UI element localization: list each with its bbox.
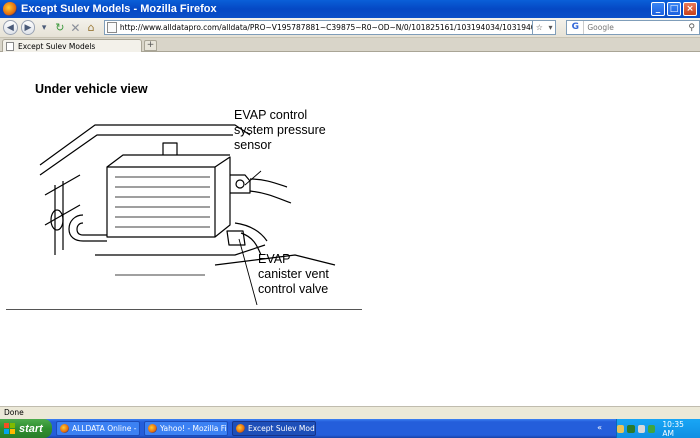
divider-line [6, 309, 362, 310]
firefox-icon [236, 424, 245, 433]
start-label: start [19, 422, 43, 435]
system-tray: 10:35 AM [616, 419, 700, 438]
maximize-button[interactable]: □ [667, 2, 681, 16]
search-engine-icon[interactable]: G [567, 21, 585, 34]
valve-callout-line: control valve [258, 282, 329, 296]
tray-volume-icon[interactable] [637, 424, 645, 433]
page-icon [106, 22, 117, 33]
tray-network-icon[interactable] [616, 424, 625, 433]
bookmark-star-icon[interactable]: ☆ [535, 23, 543, 32]
new-tab-button[interactable]: + [144, 40, 157, 51]
taskbar-item[interactable]: Except Sulev Models ... [232, 421, 316, 436]
status-text: Done [4, 408, 24, 417]
home-button[interactable]: ⌂ [87, 21, 95, 34]
address-url[interactable]: http://www.alldatapro.com/alldata/PRO~V1… [119, 23, 532, 32]
address-bar[interactable]: http://www.alldatapro.com/alldata/PRO~V1… [103, 20, 533, 35]
taskbar-item[interactable]: Yahoo! - Mozilla Firefox [144, 421, 228, 436]
firefox-icon [148, 424, 157, 433]
stop-button[interactable]: ✕ [70, 20, 81, 35]
sensor-callout-line: sensor [234, 138, 272, 152]
sensor-callout-line: system pressure [234, 123, 326, 137]
window-controls: _ □ × [651, 2, 697, 16]
reload-button[interactable]: ↻ [55, 21, 65, 34]
page-heading: Under vehicle view [35, 82, 148, 96]
minimize-button[interactable]: _ [651, 2, 665, 16]
tray-security-icon[interactable] [627, 424, 635, 433]
evap-canister-diagram [39, 124, 336, 305]
taskbar-item-label: ALLDATA Online - 20... [72, 424, 139, 433]
taskbar-item-label: Except Sulev Models ... [248, 424, 315, 433]
url-dropdown-icon[interactable]: ▾ [548, 23, 553, 32]
tray-expand-icon[interactable]: « [597, 423, 602, 432]
forward-button[interactable]: ▶ [20, 20, 36, 35]
valve-callout-line: EVAP [258, 252, 291, 266]
search-icon[interactable]: ⚲ [688, 22, 695, 33]
taskbar-item-label: Yahoo! - Mozilla Firefox [160, 424, 227, 433]
windows-logo-icon [4, 423, 15, 434]
tray-app-icon[interactable] [648, 424, 656, 433]
search-box[interactable]: G ⚲ [566, 20, 700, 35]
close-button[interactable]: × [683, 2, 697, 16]
windows-taskbar: start ALLDATA Online - 20... Yahoo! - Mo… [0, 419, 700, 438]
address-bar-controls: ☆ ▾ [532, 20, 557, 35]
clock[interactable]: 10:35 AM [662, 419, 684, 438]
sensor-callout: EVAP control system pressure sensor [234, 108, 326, 153]
search-input[interactable] [584, 23, 689, 32]
tab-except-sulev-models[interactable]: Except Sulev Models [2, 39, 142, 52]
status-bar: Done [0, 406, 700, 419]
firefox-icon [3, 2, 17, 16]
page-icon [6, 41, 14, 51]
firefox-icon [60, 424, 69, 433]
tab-label: Except Sulev Models [18, 41, 96, 51]
tab-strip: Except Sulev Models + [0, 38, 700, 52]
valve-callout: EVAP canister vent control valve [258, 252, 329, 297]
sensor-callout-line: EVAP control [234, 108, 308, 122]
back-button[interactable]: ◀ [3, 20, 18, 35]
window-title-bar[interactable]: Except Sulev Models - Mozilla Firefox _ … [0, 0, 700, 18]
valve-callout-line: canister vent [258, 267, 329, 281]
window-title: Except Sulev Models - Mozilla Firefox [21, 3, 217, 15]
start-button[interactable]: start [0, 419, 52, 438]
page-content: Under vehicle view [0, 53, 700, 406]
history-dropdown-button[interactable]: ▾ [41, 22, 47, 33]
navigation-toolbar: ◀ ▶ ▾ ↻ ✕ ⌂ http://www.alldatapro.com/al… [0, 18, 700, 38]
taskbar-item[interactable]: ALLDATA Online - 20... [56, 421, 140, 436]
